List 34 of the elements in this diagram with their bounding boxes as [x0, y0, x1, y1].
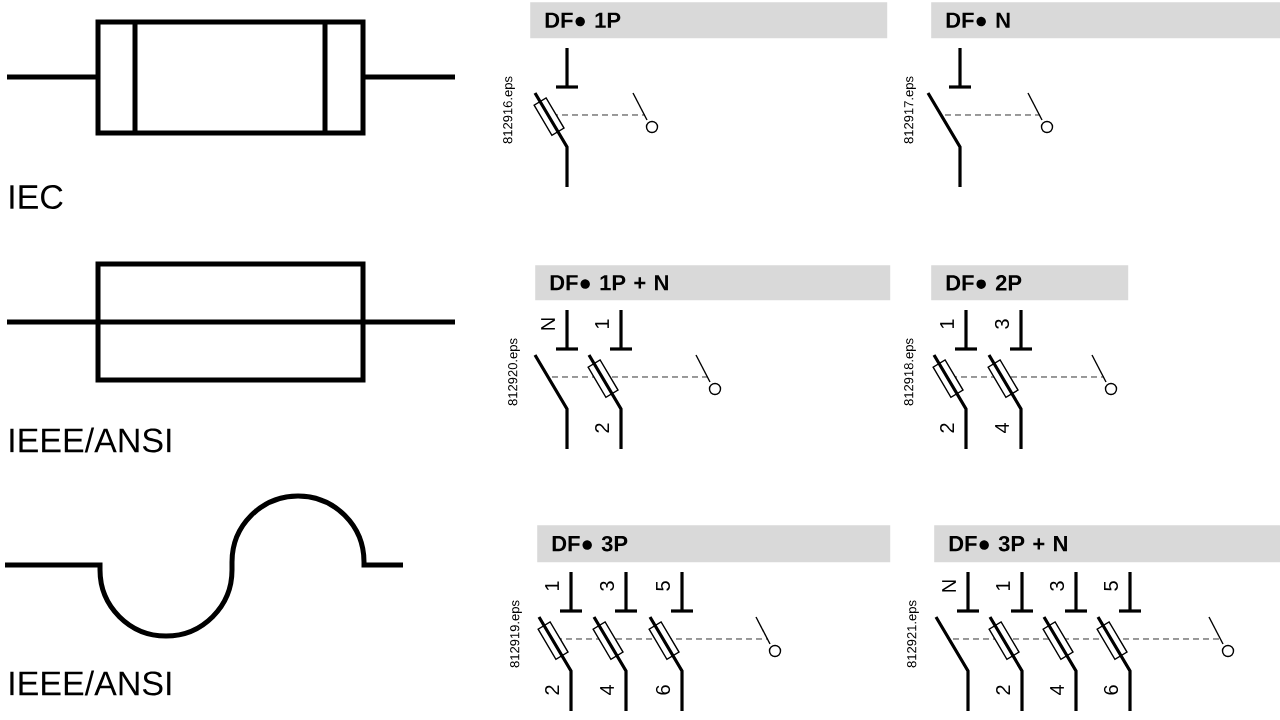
header-band: DF● 3P + N [934, 525, 1280, 563]
terminal-number: 4 [995, 423, 1009, 434]
terminal-number: N [942, 580, 956, 592]
header-band: DF● 1P [530, 2, 888, 39]
terminal-number: 2 [996, 685, 1010, 695]
terminal-number: 1 [595, 319, 609, 329]
standard-label: IEEE/ANSI [10, 427, 171, 453]
terminal-number: 4 [600, 685, 614, 696]
terminal-number: 5 [1104, 581, 1118, 591]
file-name: 812921.eps [907, 600, 919, 668]
terminal-number: 1 [545, 581, 559, 591]
terminal-number: 3 [1049, 581, 1065, 591]
terminal-number: 5 [656, 581, 670, 591]
terminal-number: 2 [545, 685, 559, 695]
header-band: DF● 2P [931, 265, 1129, 301]
terminal-number: 3 [599, 581, 615, 591]
header-band: DF● 1P + N [535, 265, 891, 301]
terminal-number: 3 [994, 319, 1010, 329]
terminal-number: 6 [1103, 685, 1119, 695]
file-name: 812916.eps [503, 76, 515, 144]
file-name: 812920.eps [508, 338, 520, 406]
terminal-number: 6 [655, 685, 671, 695]
file-name: 812918.eps [904, 338, 916, 406]
standard-label: IEEE/ANSI [10, 670, 171, 696]
file-name: 812917.eps [904, 76, 916, 144]
terminal-number: 1 [940, 319, 954, 329]
header-band: DF● 3P [537, 525, 891, 563]
header-band: DF● N [931, 2, 1280, 39]
terminal-number: 1 [996, 581, 1010, 591]
file-name: 812919.eps [510, 600, 522, 668]
terminal-number: 4 [1050, 685, 1064, 696]
terminal-number: 2 [940, 423, 954, 433]
terminal-number: 2 [595, 423, 609, 433]
standard-label: IEC [10, 184, 63, 210]
